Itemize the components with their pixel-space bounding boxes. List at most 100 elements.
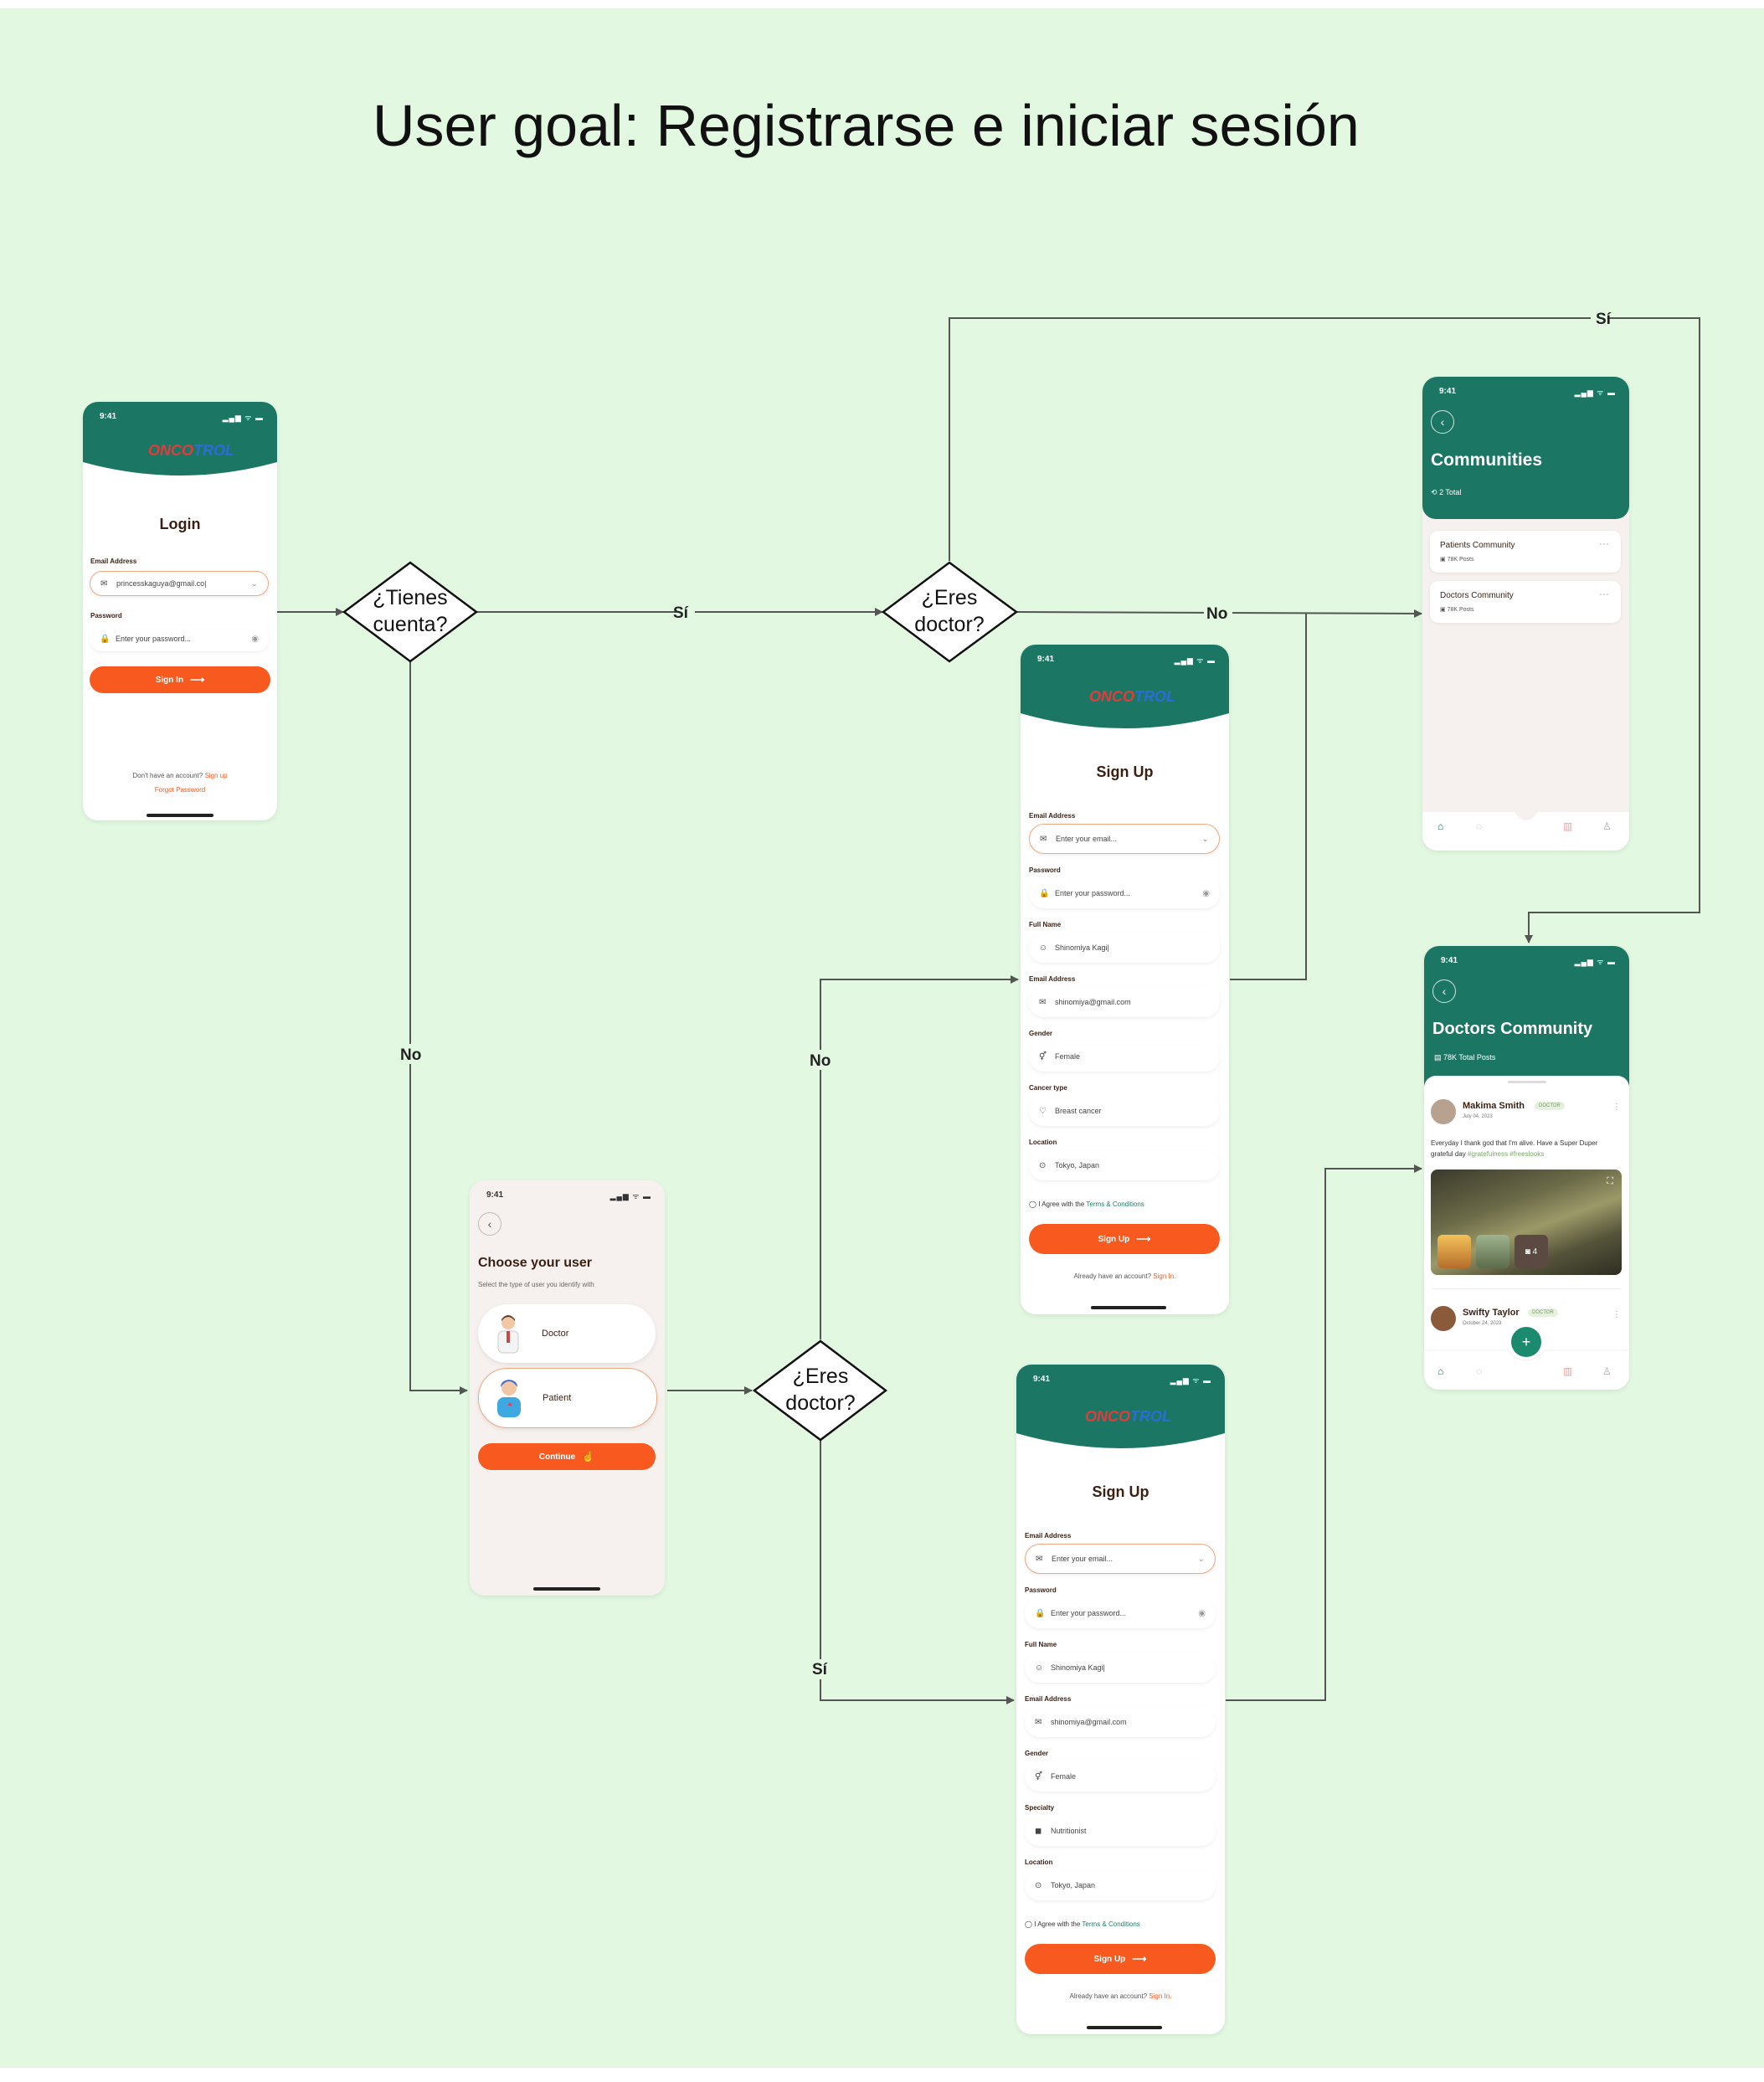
terms-link[interactable]: Terms & Conditions [1086,1200,1144,1208]
profile-icon[interactable]: ♙ [1602,820,1612,832]
photo-count[interactable]: ◙ 4 [1515,1235,1548,1268]
form-field[interactable]: ⊙Tokyo, Japan [1029,1150,1220,1180]
chat-icon[interactable]: ◌ [1476,1365,1483,1377]
post-author[interactable]: Makima Smith [1463,1101,1525,1111]
post-image[interactable]: ⛶ ◙ 4 [1431,1170,1622,1275]
doctors-community-header [1424,946,1629,1088]
forgot-password-link[interactable]: Forgot Password [154,786,206,794]
form-field[interactable]: 🔒Enter your password...◉ [1025,1598,1216,1628]
avatar[interactable] [1431,1306,1456,1331]
community-card[interactable]: Doctors Community▣ 78K Posts··· [1430,581,1621,623]
feed-panel: Makima Smith DOCTOR July 04, 2023 ⋮ Ever… [1424,1076,1629,1390]
chat-icon: ▣ [1440,557,1446,563]
app-logo: ONCOTROL [1089,688,1175,705]
field-icon: ⚥ [1035,1771,1043,1781]
more-icon[interactable]: ··· [1599,537,1609,549]
fullscreen-icon[interactable]: ⛶ [1607,1176,1613,1186]
field-label: Password [1025,1586,1057,1594]
camera-icon: ◙ [1525,1247,1530,1257]
decision-tienes-line1: ¿Tienes [373,586,447,609]
add-post-button[interactable]: + [1511,1327,1541,1357]
sign-in-link[interactable]: Sign In. [1149,1992,1172,2000]
thumbnail[interactable] [1476,1235,1509,1268]
home-icon[interactable]: ⌂ [1437,1365,1444,1377]
sign-in-button[interactable]: Sign In⟶ [90,666,270,693]
more-icon[interactable]: ··· [1599,588,1609,599]
form-field[interactable]: ♡Breast cancer [1029,1096,1220,1126]
login-header-wave [83,402,277,476]
status-time: 9:41 [486,1190,504,1200]
more-icon[interactable]: ⋮ [1612,1310,1621,1319]
sign-up-button[interactable]: Sign Up⟶ [1029,1224,1220,1254]
form-field[interactable]: ✉shinomiya@gmail.com [1025,1707,1216,1737]
thumbnail[interactable] [1437,1235,1471,1268]
terms-link[interactable]: Terms & Conditions [1082,1920,1140,1928]
field-label: Cancer type [1029,1084,1067,1092]
form-field[interactable]: ◼Nutritionist [1025,1816,1216,1846]
profile-icon[interactable]: ♙ [1602,1365,1612,1377]
form-field[interactable]: ✉shinomiya@gmail.com [1029,987,1220,1017]
eye-icon[interactable]: ◉ [1198,1608,1206,1618]
stats-icon[interactable]: ▥ [1563,1365,1573,1377]
post-author[interactable]: Swifty Taylor [1463,1308,1520,1318]
hand-icon: ☝ [582,1451,595,1463]
status-icons: ▂▄▆ ᯤ ▬ [1574,958,1616,966]
sign-up-button[interactable]: Sign Up⟶ [1025,1944,1216,1974]
password-field[interactable]: 🔒Enter your password...◉ [90,626,269,651]
field-label: Email Address [1029,975,1076,983]
edge-label-si-3: Sí [812,1661,828,1678]
email-field[interactable]: ✉princesskaguya@gmail.co|⌄ [90,571,269,596]
field-label: Email Address [1029,812,1076,820]
bottom-nav [1424,1349,1629,1390]
more-icon[interactable]: ⋮ [1612,1103,1621,1112]
document-icon: ▤ [1434,1053,1442,1062]
chevron-down-icon[interactable]: ⌄ [1201,834,1209,844]
bottom-nav [1422,812,1629,851]
sign-in-link[interactable]: Sign In. [1153,1272,1176,1280]
form-field[interactable]: ⚥Female [1025,1761,1216,1792]
password-label: Password [90,612,122,619]
user-option-doctor[interactable]: Doctor [478,1304,656,1363]
sign-up-link[interactable]: Sign up [204,772,228,779]
field-value: Shinomiya Kagi| [1051,1663,1105,1672]
page-title: Sign Up [1096,763,1154,780]
field-label: Email Address [1025,1695,1072,1703]
back-button[interactable]: ‹ [478,1212,501,1236]
field-value: Female [1055,1052,1081,1061]
form-field[interactable]: ⚥Female [1029,1041,1220,1072]
form-field[interactable]: ✉Enter your email...⌄ [1025,1544,1216,1574]
back-button[interactable]: ‹ [1431,410,1454,434]
form-field[interactable]: ⊙Tokyo, Japan [1025,1870,1216,1900]
field-label: Specialty [1025,1804,1055,1812]
chat-icon: ▣ [1440,607,1446,613]
continue-button[interactable]: Continue☝ [478,1443,656,1470]
chat-icon[interactable]: ◌ [1476,820,1483,832]
check-circle-icon[interactable]: ◯ [1025,1920,1032,1928]
terms-agreement[interactable]: ◯ I Agree with the Terms & Conditions [1025,1920,1140,1928]
avatar[interactable] [1431,1099,1456,1124]
terms-agreement[interactable]: ◯ I Agree with the Terms & Conditions [1029,1200,1144,1208]
chevron-down-icon[interactable]: ⌄ [1197,1554,1205,1564]
form-field[interactable]: ✉Enter your email...⌄ [1029,824,1220,854]
form-field[interactable]: 🔒Enter your password...◉ [1029,878,1220,908]
form-field[interactable]: ☺Shinomiya Kagi| [1029,933,1220,963]
form-field[interactable]: ☺ Shinomiya Kagi| [1025,1653,1216,1683]
back-button[interactable]: ‹ [1432,979,1456,1003]
status-time: 9:41 [100,412,117,421]
chevron-down-icon[interactable]: ⌄ [250,578,258,589]
field-icon: ⊙ [1035,1880,1042,1890]
user-option-patient[interactable]: Patient [478,1368,657,1428]
field-icon: ☺ [1035,1663,1044,1673]
signup-prompt: Don't have an account? Sign up [132,772,228,779]
edge-tienes-no [409,661,468,1395]
patient-avatar [497,1380,521,1417]
field-value: Tokyo, Japan [1055,1161,1100,1170]
check-circle-icon[interactable]: ◯ [1029,1200,1036,1208]
community-card[interactable]: Patients Community▣ 78K Posts··· [1430,531,1621,573]
home-icon[interactable]: ⌂ [1437,820,1444,832]
eye-icon[interactable]: ◉ [1202,888,1210,898]
status-icons: ▂▄▆ ᯤ ▬ [222,414,264,422]
stats-icon[interactable]: ▥ [1563,820,1573,832]
eye-icon[interactable]: ◉ [251,634,259,644]
page-title: Doctors Community [1432,1020,1593,1038]
